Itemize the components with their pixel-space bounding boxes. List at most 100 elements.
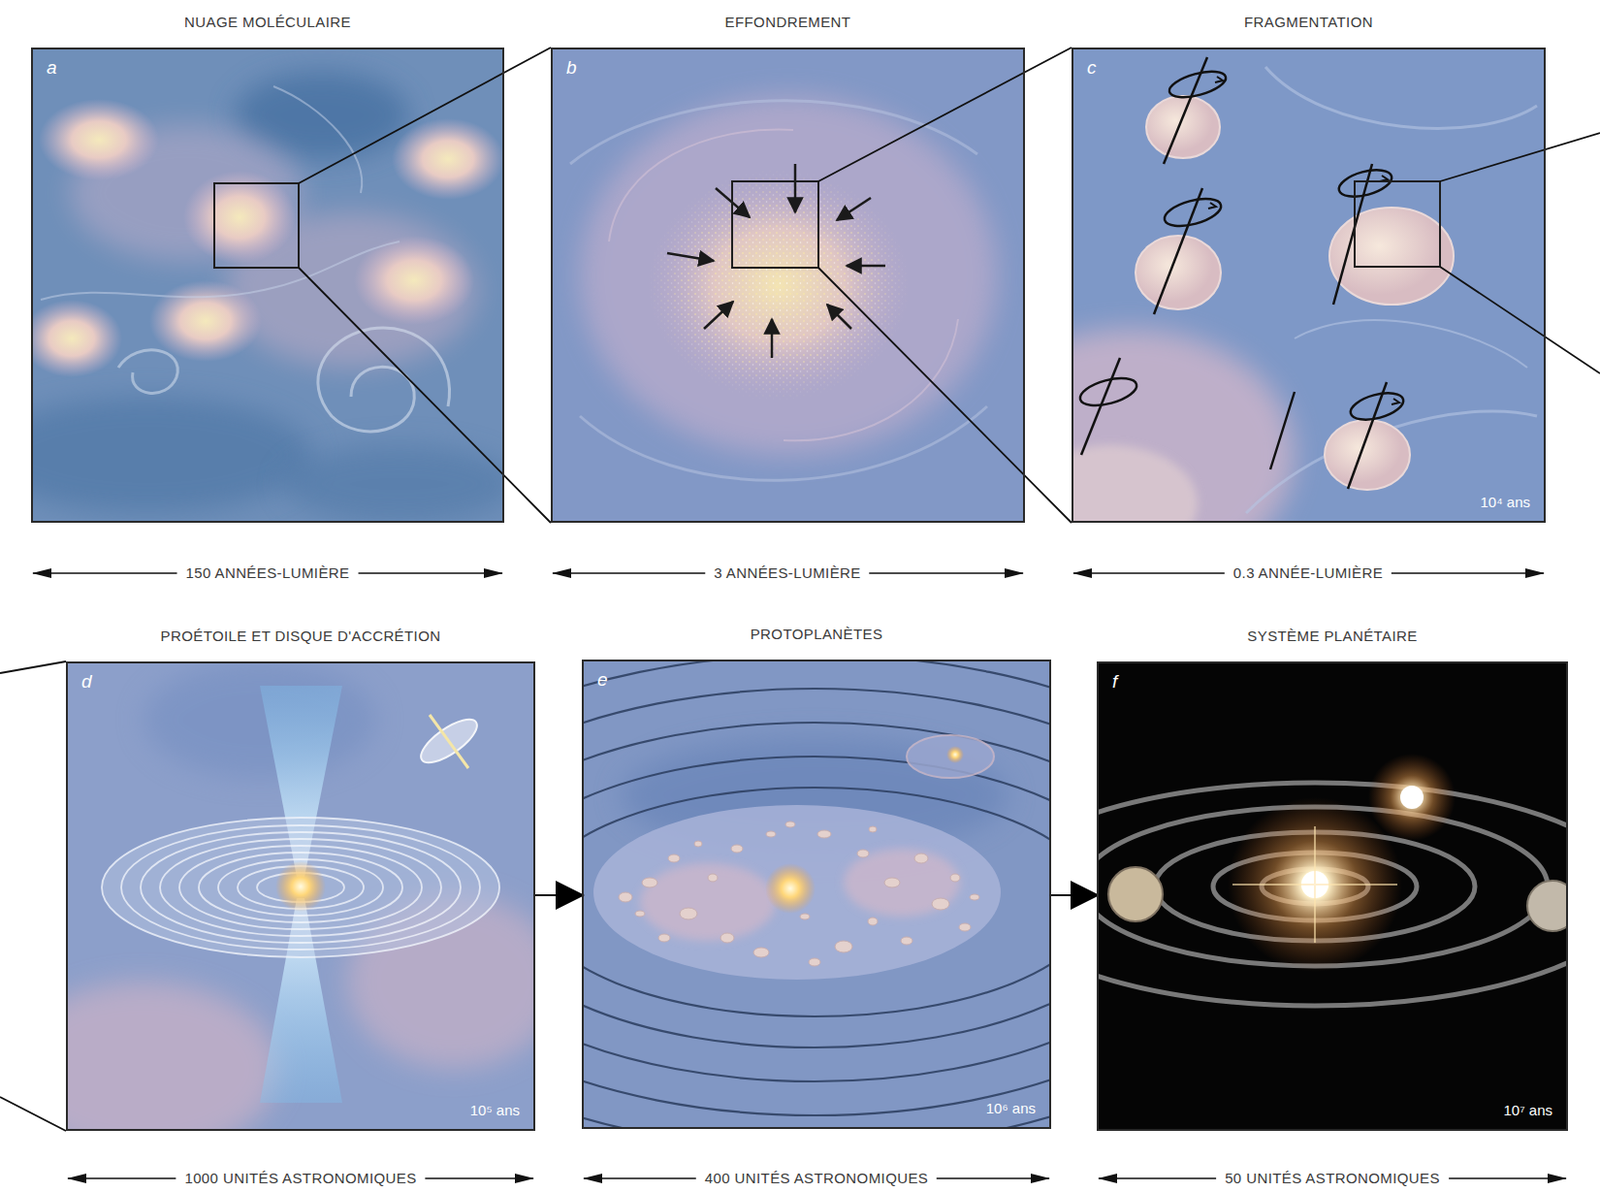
scale-label: 400 UNITÉS ASTRONOMIQUES — [696, 1169, 937, 1187]
small-disk-icon — [906, 735, 994, 778]
scale-label: 150 ANNÉES-LUMIÈRE — [177, 564, 359, 582]
time-label: 10⁵ ans — [470, 1101, 520, 1120]
molecular-cloud — [318, 327, 450, 432]
molecular-cloud — [0, 396, 313, 513]
molecular-cloud — [38, 98, 160, 181]
scale-label: 3 ANNÉES-LUMIÈRE — [704, 564, 869, 582]
panel-letter: a — [46, 57, 58, 79]
rotation-axes — [1153, 188, 1203, 315]
planetesimals — [959, 923, 971, 931]
panel-letter: b — [566, 57, 577, 79]
planets — [1527, 880, 1578, 931]
planetesimals — [731, 844, 743, 853]
protostar-art — [7, 661, 561, 1156]
fragmentation-art — [964, 47, 1546, 581]
infall-arrows — [667, 253, 714, 261]
fragmenting-cloud — [1294, 320, 1528, 368]
planetesimals — [694, 840, 703, 847]
panel-heading: SYSTÈME PLANÉTAIRE — [1021, 627, 1600, 645]
protoplanetary-disk — [593, 804, 1001, 980]
infall-arrows — [770, 319, 774, 358]
outer-disk — [436, 722, 1193, 1082]
planetesimals — [817, 830, 832, 838]
protoplanetary-disk — [593, 804, 1001, 980]
accretion-disk — [140, 832, 461, 943]
time-label: 10⁴ ans — [1480, 493, 1531, 512]
planets — [1527, 880, 1578, 931]
panel-heading: PROÉTOILE ET DISQUE D'ACCRÉTION — [0, 627, 611, 645]
young-star — [765, 863, 816, 914]
collapsing-core — [550, 47, 1025, 523]
stage-arrow — [535, 894, 582, 896]
small-disk-icon — [415, 711, 484, 770]
planetesimals — [834, 940, 853, 953]
stage-panel: PROTOPLANÈTESe10⁶ ans — [581, 659, 1052, 1129]
planetesimals — [868, 826, 877, 832]
scale-label: 0.3 ANNÉE-LUMIÈRE — [1224, 564, 1392, 582]
planetesimals — [618, 892, 633, 902]
central-star — [1227, 797, 1403, 972]
planetesimals — [800, 913, 810, 920]
zoom-lines — [298, 47, 551, 523]
fragmenting-cloud — [1023, 445, 1198, 562]
outer-disk — [484, 756, 1145, 1048]
rotation-axes — [1208, 202, 1216, 209]
accretion-disk — [198, 852, 403, 923]
planets — [1108, 866, 1163, 922]
planetesimals — [931, 897, 950, 910]
planetesimals — [950, 873, 960, 882]
protostar — [275, 861, 326, 912]
small-disk-icon — [946, 745, 964, 764]
panel-letter: e — [597, 669, 608, 691]
molecular-cloud-art — [0, 47, 516, 523]
molecular-cloud — [273, 86, 362, 193]
planetesimals — [707, 873, 718, 882]
rotation-axes — [1081, 357, 1120, 455]
rotation-axes — [1077, 57, 1407, 489]
small-disk-icon — [906, 735, 994, 778]
orbits — [994, 782, 1600, 1006]
infall-arrows — [704, 301, 734, 329]
rotation-axes — [1161, 193, 1224, 232]
companion-star — [1368, 753, 1456, 841]
rotation-axes — [1215, 76, 1223, 83]
fragmenting-cloud — [1265, 66, 1537, 128]
rotation-axes — [1336, 164, 1395, 202]
planetesimals — [668, 854, 680, 863]
fragments — [1324, 419, 1410, 490]
fragmenting-cloud — [1246, 411, 1537, 513]
molecular-cloud — [21, 299, 123, 378]
rotation-axes — [1077, 373, 1140, 412]
small-disk-icon — [429, 714, 469, 768]
panel-heading: FRAGMENTATION — [995, 13, 1600, 32]
infall-arrows — [667, 163, 886, 358]
planetesimals — [900, 936, 913, 945]
protoplanetary-disk — [640, 863, 776, 941]
molecular-cloud — [283, 445, 516, 523]
fragmenting-cloud — [964, 47, 1546, 581]
rotation-axes — [1166, 66, 1229, 103]
planetesimals — [618, 821, 980, 966]
accretion-disk — [218, 859, 384, 916]
molecular-cloud — [118, 350, 178, 394]
central-star — [1232, 826, 1398, 943]
stage-panel: SYSTÈME PLANÉTAIREf10⁷ ans — [1096, 661, 1568, 1131]
planetesimals — [857, 849, 869, 858]
fragments — [1135, 235, 1221, 310]
accretion-disk — [179, 845, 422, 929]
planetesimals — [914, 853, 928, 864]
planetesimals — [766, 831, 776, 837]
panel-heading: PROTOPLANÈTES — [506, 625, 1127, 643]
panel-letter: f — [1112, 671, 1118, 693]
planetesimals — [808, 958, 821, 966]
fragments — [1135, 96, 1454, 490]
protostar-envelope — [143, 661, 377, 778]
infall-arrows — [794, 163, 798, 213]
planetesimals — [679, 907, 698, 920]
stage-panel: PROÉTOILE ET DISQUE D'ACCRÉTIONd10⁵ ans — [65, 661, 536, 1131]
scale-label: 1000 UNITÉS ASTRONOMIQUES — [175, 1169, 425, 1187]
small-disk-icon — [415, 711, 484, 770]
planetesimals — [867, 917, 878, 926]
